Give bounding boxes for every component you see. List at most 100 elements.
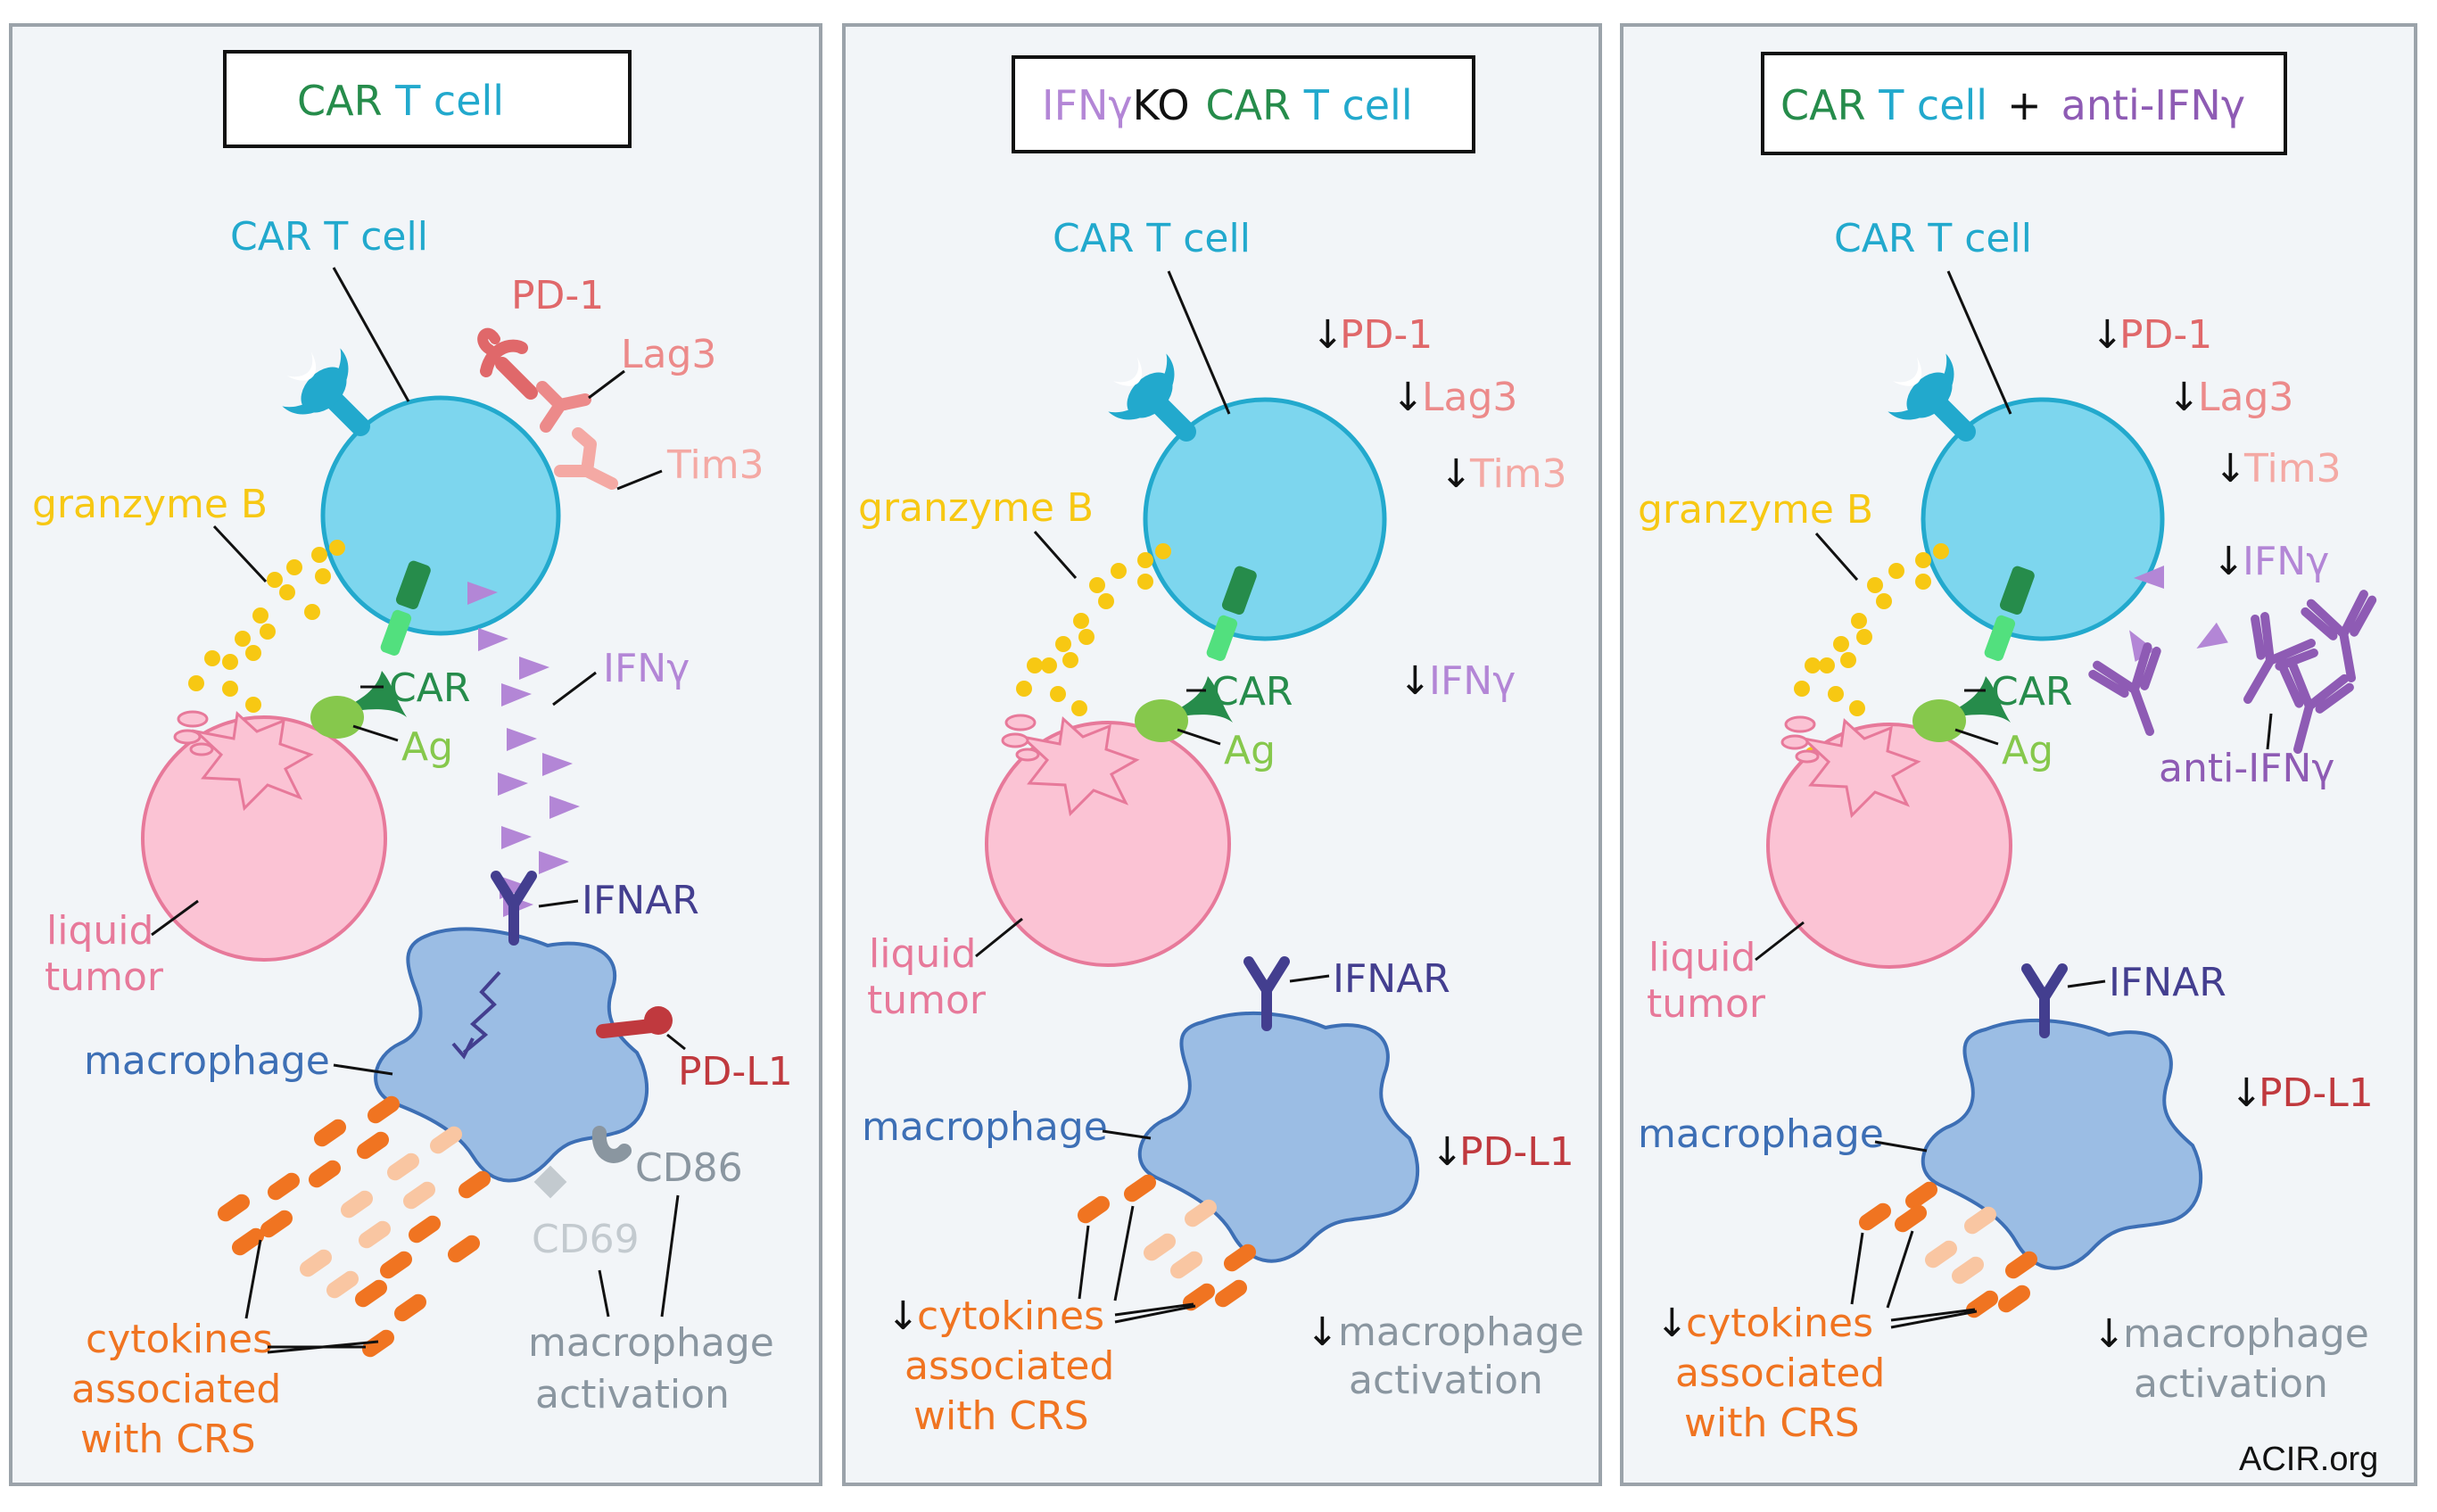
label-ifng: IFNγ xyxy=(603,646,690,691)
label-tumor: tumor xyxy=(867,978,987,1023)
antigen-icon xyxy=(1912,699,1966,742)
label-activation: activation xyxy=(1349,1358,1543,1403)
macrophage-cell xyxy=(1921,1018,2203,1270)
down-arrow-icon: ↓ xyxy=(1311,312,1344,358)
label-activation: activation xyxy=(2134,1361,2328,1407)
label-associated: associated xyxy=(905,1343,1114,1389)
down-arrow-icon: ↓ xyxy=(2214,446,2247,492)
panel-header-box xyxy=(1761,52,2287,155)
label-ag: Ag xyxy=(1224,728,1276,773)
tumor-debris xyxy=(1001,714,1040,762)
label-tim3: Tim3 xyxy=(666,442,764,488)
label-pdl1: PD-L1 xyxy=(678,1049,793,1095)
tim3-receptor-icon xyxy=(554,427,618,490)
signaling-arrow-icon xyxy=(462,971,501,1054)
label-car-t-cell: CAR T cell xyxy=(1834,216,2032,261)
label-ifnar: IFNAR xyxy=(582,878,699,923)
down-arrow-icon: ↓ xyxy=(2091,312,2124,358)
label-car: CAR xyxy=(389,665,470,711)
label-macrophage: macrophage xyxy=(862,1104,1108,1150)
cd69-marker-icon xyxy=(533,1165,567,1199)
label-associated: associated xyxy=(1675,1351,1885,1396)
label-ifnar: IFNAR xyxy=(1333,956,1450,1002)
label-macrophage-word: macrophage xyxy=(2123,1311,2369,1357)
down-arrow-icon: ↓ xyxy=(2230,1070,2263,1116)
down-arrow-icon: ↓ xyxy=(1306,1310,1339,1355)
lag3-receptor-icon xyxy=(536,381,591,433)
panel-header-box xyxy=(1012,55,1475,153)
label-ifng: IFNγ xyxy=(1429,658,1516,704)
label-lag3: Lag3 xyxy=(1422,375,1517,420)
lysis-burst-icon xyxy=(1799,717,1921,819)
label-macrophage: macrophage xyxy=(1638,1111,1884,1157)
antigen-icon xyxy=(310,696,364,739)
label-macrophage-word: macrophage xyxy=(528,1320,774,1366)
label-car-t-cell: CAR T cell xyxy=(1053,216,1251,261)
label-associated: associated xyxy=(71,1367,281,1412)
down-arrow-icon: ↓ xyxy=(1440,451,1473,497)
cd86-marker-icon xyxy=(591,1126,632,1163)
label-ifng: IFNγ xyxy=(2243,539,2329,584)
tumor-debris xyxy=(173,710,214,756)
label-with-crs: with CRS xyxy=(80,1417,256,1462)
label-lag3: Lag3 xyxy=(2198,375,2293,420)
label-granzyme-b: granzyme B xyxy=(32,482,268,527)
lysis-burst-icon xyxy=(1018,715,1140,817)
tumor-debris xyxy=(1780,715,1820,764)
label-with-crs: with CRS xyxy=(913,1393,1089,1439)
label-tumor: tumor xyxy=(45,954,164,1000)
down-arrow-icon: ↓ xyxy=(2168,375,2201,420)
car-t-cell xyxy=(1143,397,1387,641)
label-liquid: liquid xyxy=(1648,935,1755,980)
label-granzyme-b: granzyme B xyxy=(1638,487,1873,533)
down-arrow-icon: ↓ xyxy=(1392,375,1425,420)
label-cd69: CD69 xyxy=(532,1217,640,1262)
label-car: CAR xyxy=(1991,669,2072,715)
label-ifnar: IFNAR xyxy=(2109,960,2226,1005)
label-cytokines: cytokines xyxy=(1686,1301,1873,1346)
credit-text: ACIR.org xyxy=(2239,1441,2378,1478)
label-cytokines: cytokines xyxy=(86,1317,273,1362)
label-lag3: Lag3 xyxy=(621,332,716,377)
label-ag: Ag xyxy=(401,724,453,770)
panel-frame xyxy=(842,23,1602,1486)
down-arrow-icon: ↓ xyxy=(1656,1301,1689,1346)
label-cd86: CD86 xyxy=(635,1145,743,1191)
pdl1-ligand-icon xyxy=(596,1006,673,1038)
label-cytokines: cytokines xyxy=(917,1293,1104,1339)
car-t-cell xyxy=(320,395,561,636)
label-pdl1: PD-L1 xyxy=(1459,1129,1574,1175)
label-ag: Ag xyxy=(2002,728,2053,773)
label-pd1: PD-1 xyxy=(2119,312,2212,358)
label-car-t-cell: CAR T cell xyxy=(230,214,428,260)
label-pd1: PD-1 xyxy=(1340,312,1433,358)
granzyme-granules xyxy=(188,540,345,759)
down-arrow-icon: ↓ xyxy=(1431,1129,1464,1175)
label-pdl1: PD-L1 xyxy=(2259,1070,2374,1116)
macrophage-cell xyxy=(374,927,649,1183)
panel-header-box xyxy=(223,50,632,148)
down-arrow-icon: ↓ xyxy=(2093,1311,2126,1357)
label-macrophage-word: macrophage xyxy=(1338,1310,1584,1355)
label-tim3: Tim3 xyxy=(1469,451,1567,497)
down-arrow-icon: ↓ xyxy=(887,1293,920,1339)
macrophage-cell xyxy=(1137,1011,1420,1263)
label-anti-ifng: anti-IFNγ xyxy=(2159,746,2334,791)
label-liquid: liquid xyxy=(869,931,976,977)
down-arrow-icon: ↓ xyxy=(1399,658,1432,704)
label-car: CAR xyxy=(1211,669,1293,715)
label-granzyme-b: granzyme B xyxy=(858,485,1094,531)
label-macrophage: macrophage xyxy=(84,1038,330,1084)
label-tumor: tumor xyxy=(1647,981,1766,1027)
lysis-burst-icon xyxy=(192,710,314,812)
label-pd1: PD-1 xyxy=(511,273,604,318)
label-liquid: liquid xyxy=(46,908,153,954)
down-arrow-icon: ↓ xyxy=(2212,539,2245,584)
